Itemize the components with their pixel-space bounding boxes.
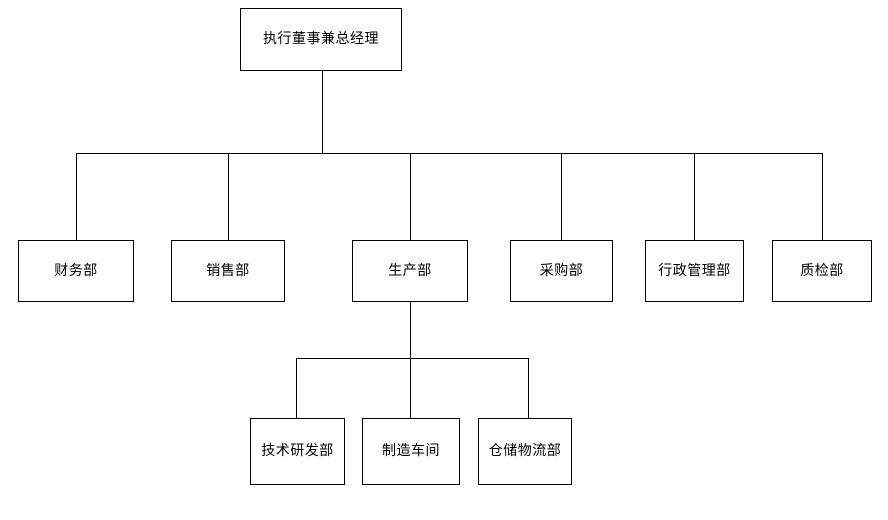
connector-bus-level3	[296, 358, 528, 359]
node-sales[interactable]: 销售部	[171, 240, 285, 302]
node-label-purchase: 采购部	[539, 262, 584, 279]
node-warehouse[interactable]: 仓储物流部	[478, 418, 572, 485]
node-purchase[interactable]: 采购部	[510, 240, 613, 302]
connector-drop-level2-1	[228, 153, 229, 240]
node-label-warehouse: 仓储物流部	[488, 443, 562, 460]
connector-production-stem	[410, 302, 411, 358]
node-label-admin: 行政管理部	[658, 262, 731, 279]
connector-drop-level3-0	[296, 358, 297, 418]
node-admin[interactable]: 行政管理部	[645, 240, 744, 302]
node-label-rnd: 技术研发部	[261, 443, 334, 460]
connector-drop-level2-5	[822, 153, 823, 240]
connector-drop-level2-2	[410, 153, 411, 240]
node-label-ceo: 执行董事兼总经理	[263, 31, 379, 48]
node-rnd[interactable]: 技术研发部	[250, 418, 345, 485]
node-label-sales: 销售部	[206, 262, 250, 279]
connector-drop-level3-2	[528, 358, 529, 418]
connector-drop-level3-1	[410, 358, 411, 418]
connector-ceo-stem	[322, 71, 323, 153]
node-workshop[interactable]: 制造车间	[362, 418, 460, 485]
node-ceo[interactable]: 执行董事兼总经理	[240, 8, 402, 71]
node-finance[interactable]: 财务部	[18, 240, 134, 302]
node-quality[interactable]: 质检部	[772, 240, 872, 302]
node-production[interactable]: 生产部	[352, 240, 468, 302]
node-label-finance: 财务部	[54, 262, 98, 279]
node-label-quality: 质检部	[800, 262, 844, 279]
node-label-workshop: 制造车间	[382, 443, 440, 460]
connector-drop-level2-0	[76, 153, 77, 240]
connector-drop-level2-4	[694, 153, 695, 240]
connector-bus-level2	[76, 153, 822, 154]
connector-drop-level2-3	[561, 153, 562, 240]
node-label-production: 生产部	[388, 262, 432, 279]
